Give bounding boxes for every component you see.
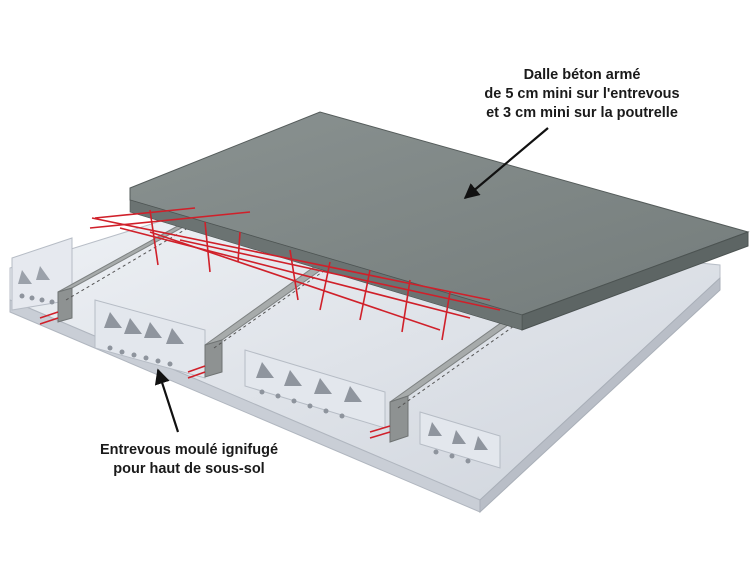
concrete-slab [129, 111, 750, 331]
hollow-block-row-1 [11, 237, 73, 311]
hollow-block-row-2 [94, 299, 206, 379]
block-callout-line-1: Entrevous moulé ignifugé [99, 442, 279, 458]
slab-pointer-arrow [463, 127, 549, 199]
hollow-block-row-4 [419, 411, 501, 469]
slab-callout-line-3: et 3 cm mini sur la poutrelle [486, 105, 678, 121]
slab-callout-line-1: Dalle béton armé [523, 67, 641, 83]
slab-callout-label: Dalle béton armé de 5 cm mini sur l'entr… [462, 66, 702, 123]
rebar-mesh [39, 207, 501, 439]
block-callout-line-2: pour haut de sous-sol [113, 461, 265, 477]
block-callout-label: Entrevous moulé ignifugé pour haut de so… [74, 441, 304, 479]
slab-callout-line-2: de 5 cm mini sur l'entrevous [484, 86, 680, 102]
block-pointer-arrow [154, 368, 180, 433]
